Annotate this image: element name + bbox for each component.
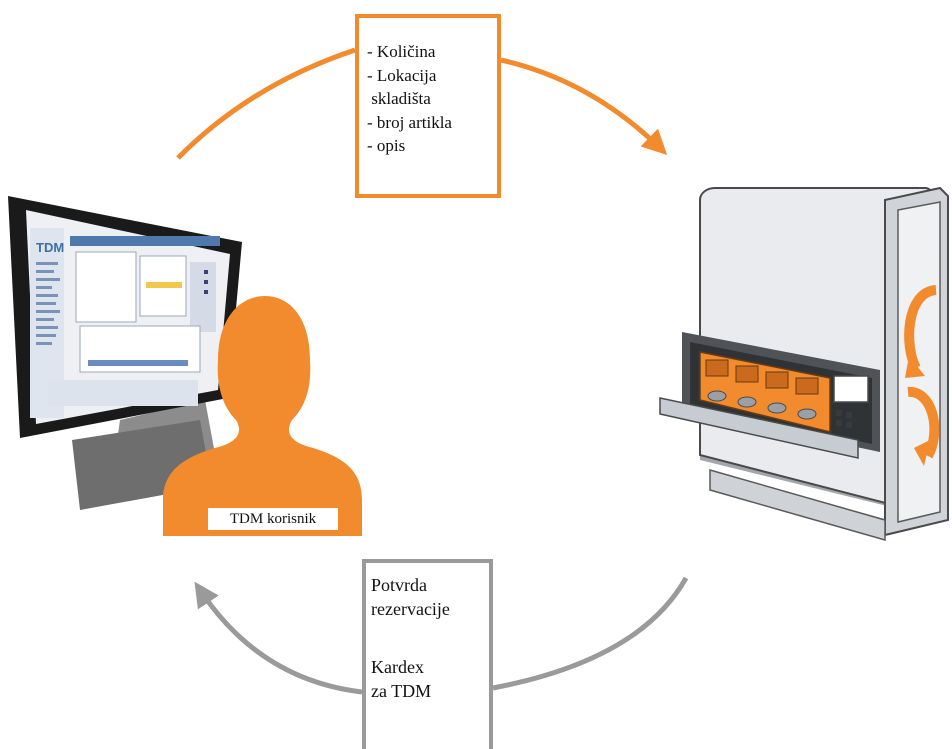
request-data-box: - Količina - Lokacija skladišta - broj a… — [355, 14, 501, 198]
field-lokacija: - Lokacija — [367, 65, 437, 85]
kardex-storage-machine-icon — [659, 186, 949, 541]
bottom-arc-left — [194, 581, 363, 695]
confirmation-line-rezervacije: rezervacije — [371, 599, 450, 619]
bottom-arrow — [194, 576, 689, 695]
person-silhouette-icon — [163, 296, 362, 536]
confirmation-box: Potvrda rezervacije Kardex za TDM — [362, 559, 493, 749]
desktop-monitor-icon: TDM — [8, 196, 242, 510]
rotate-arrows-icon — [904, 285, 940, 459]
field-kolicina: - Količina — [367, 42, 436, 61]
confirmation-line-potvrda: Potvrda — [371, 575, 427, 595]
field-opis: - opis — [367, 136, 406, 155]
tdm-logo: TDM — [36, 240, 64, 255]
user-label: TDM korisnik — [208, 508, 338, 530]
top-arrow — [176, 47, 668, 160]
confirmation-line-kardex: Kardex — [371, 657, 424, 677]
confirmation-line-za-tdm: za TDM — [371, 681, 432, 701]
spacer — [371, 621, 489, 655]
top-arc-right — [500, 57, 668, 155]
field-broj-artikla: - broj artikla — [367, 112, 452, 132]
top-arc-left — [176, 47, 356, 160]
field-skladista: skladišta — [367, 89, 431, 108]
bottom-arc-right — [492, 576, 689, 691]
